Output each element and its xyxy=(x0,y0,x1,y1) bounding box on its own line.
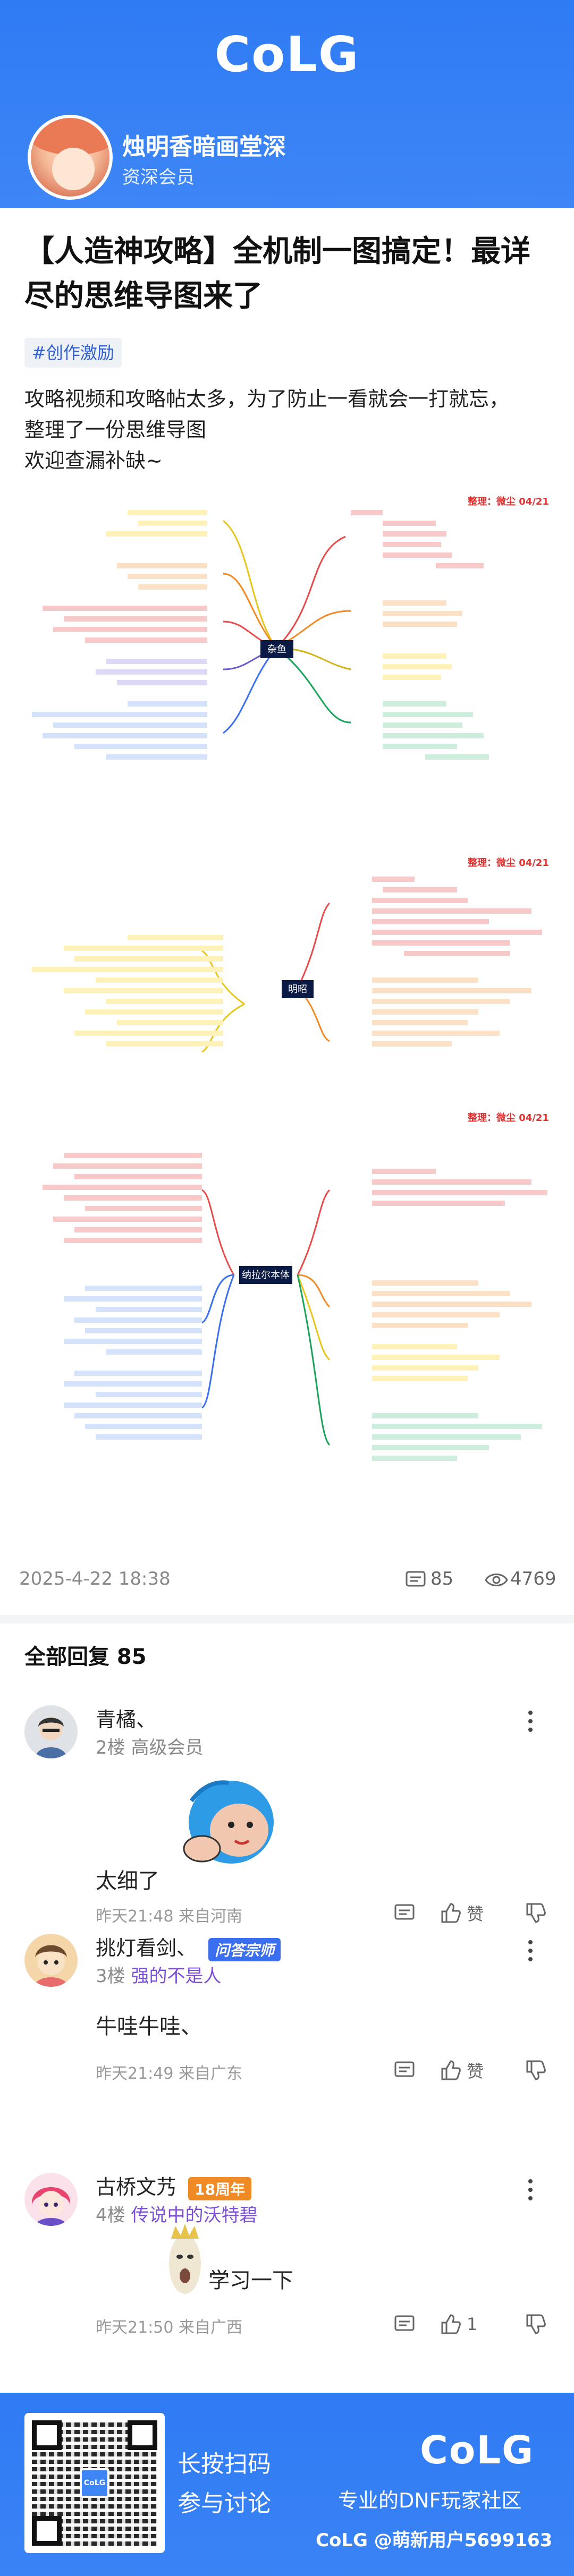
scan-hint-line2: 参与讨论 xyxy=(178,2490,271,2517)
reply-comment-icon[interactable] xyxy=(393,2311,416,2337)
mindmap-3-center: 纳拉尔本体 xyxy=(242,1270,290,1281)
reply-author[interactable]: 古桥文艿 18周年 xyxy=(96,2171,252,2200)
like-icon[interactable] xyxy=(439,2311,461,2337)
post-date: 2025-4-22 18:38 xyxy=(19,1568,171,1589)
reply-avatar[interactable] xyxy=(24,2173,78,2226)
reply-floor: 4楼 传说中的沃特碧 xyxy=(96,2205,258,2226)
section-divider xyxy=(0,1615,574,1623)
like-label[interactable]: 赞 xyxy=(467,1904,484,1924)
banner-logo: CoLG xyxy=(420,2428,535,2472)
reply-floor: 3楼 强的不是人 xyxy=(96,1966,222,1987)
dislike-icon[interactable] xyxy=(524,1900,546,1926)
post-meta-bar: 2025-4-22 18:38 85 4769 xyxy=(0,1560,574,1602)
scan-hint-line1: 长按扫码 xyxy=(178,2451,271,2478)
mindmap-3-note: 整理：微尘 04/21 xyxy=(467,1112,549,1124)
mindmap-2-center: 明昭 xyxy=(288,984,307,995)
mindmap-1-center: 杂鱼 xyxy=(267,644,286,655)
like-count[interactable]: 1 xyxy=(467,2314,478,2334)
anniversary-badge: 18周年 xyxy=(188,2177,252,2200)
eye-icon xyxy=(485,1574,508,1586)
mindmap-image-1[interactable]: 杂鱼 整理：微尘 04/21 xyxy=(0,489,574,829)
reply-actions: 赞 xyxy=(388,2057,558,2084)
reply-text: 太细了 xyxy=(96,1869,159,1893)
title-badge: 问答宗师 xyxy=(208,1937,281,1961)
comment-icon[interactable] xyxy=(405,1570,426,1589)
like-label[interactable]: 赞 xyxy=(467,2061,484,2081)
reply-time: 昨天21:49 来自广东 xyxy=(96,2064,242,2083)
reply-comment-icon[interactable] xyxy=(393,2057,416,2084)
reply-avatar[interactable] xyxy=(24,1705,78,1758)
view-count: 4769 xyxy=(510,1568,556,1589)
colg-logo[interactable]: CoLG xyxy=(214,25,360,83)
replies-title: 全部回复 85 xyxy=(24,1645,147,1669)
share-banner: CoLG 长按扫码 参与讨论 CoLG 专业的DNF玩家社区 CoLG @萌新用… xyxy=(0,2393,574,2576)
mindmap-image-2[interactable]: 明昭 整理：微尘 04/21 xyxy=(0,850,574,1073)
reply-actions: 1 xyxy=(388,2311,558,2337)
dislike-icon[interactable] xyxy=(524,2311,546,2337)
reply-sticker xyxy=(169,2224,201,2294)
mindmap-image-3[interactable]: 纳拉尔本体 整理：微尘 04/21 xyxy=(0,1105,574,1477)
qr-center-logo: CoLG xyxy=(80,2468,109,2498)
qr-code[interactable]: CoLG xyxy=(24,2413,165,2553)
topic-tag[interactable]: #创作激励 xyxy=(24,338,122,368)
banner-slogan: 专业的DNF玩家社区 xyxy=(338,2489,522,2512)
more-options-icon[interactable] xyxy=(526,1940,535,1966)
comment-count: 85 xyxy=(430,1568,454,1589)
like-icon[interactable] xyxy=(439,2057,461,2084)
reply-item: 青橘、 2楼 高级会员 太细了 昨天21:48 来自河南 赞 xyxy=(0,1698,574,1926)
user-watermark: CoLG @萌新用户5699163 xyxy=(316,2530,553,2551)
more-options-icon[interactable] xyxy=(526,2179,535,2205)
reply-sticker xyxy=(183,1780,274,1864)
reply-comment-icon[interactable] xyxy=(393,1900,416,1926)
post-header: CoLG 烛明香暗画堂深 资深会员 xyxy=(0,0,574,208)
like-icon[interactable] xyxy=(439,1900,461,1926)
reply-time: 昨天21:48 来自河南 xyxy=(96,1907,242,1926)
mindmap-1-note: 整理：微尘 04/21 xyxy=(467,496,549,507)
reply-item: 挑灯看剑、 问答宗师 3楼 强的不是人 牛哇牛哇、 昨天21:49 来自广东 赞 xyxy=(0,1934,574,2125)
author-avatar[interactable] xyxy=(28,115,113,200)
reply-author[interactable]: 青橘、 xyxy=(96,1708,157,1731)
mindmap-2-note: 整理：微尘 04/21 xyxy=(467,857,549,869)
reply-actions: 赞 xyxy=(388,1900,558,1926)
reply-text: 学习一下 xyxy=(208,2268,293,2293)
article-title: 【人造神攻略】全机制一图搞定！最详 尽的思维导图来了 xyxy=(24,234,530,313)
reply-item: 古桥文艿 18周年 4楼 传说中的沃特碧 学习一下 昨天21:50 来自广西 1 xyxy=(0,2173,574,2375)
reply-time: 昨天21:50 来自广西 xyxy=(96,2318,242,2337)
more-options-icon[interactable] xyxy=(526,1711,535,1736)
reply-avatar[interactable] xyxy=(24,1934,78,1987)
author-name[interactable]: 烛明香暗画堂深 xyxy=(122,133,286,160)
article-body: 攻略视频和攻略帖太多，为了防止一看就会一打就忘， 整理了一份思维导图 欢迎查漏补… xyxy=(24,387,510,472)
reply-author[interactable]: 挑灯看剑、 问答宗师 xyxy=(96,1932,281,1961)
reply-floor: 2楼 高级会员 xyxy=(96,1737,204,1758)
dislike-icon[interactable] xyxy=(524,2057,546,2084)
author-level: 资深会员 xyxy=(122,167,195,188)
reply-text: 牛哇牛哇、 xyxy=(96,2014,202,2039)
